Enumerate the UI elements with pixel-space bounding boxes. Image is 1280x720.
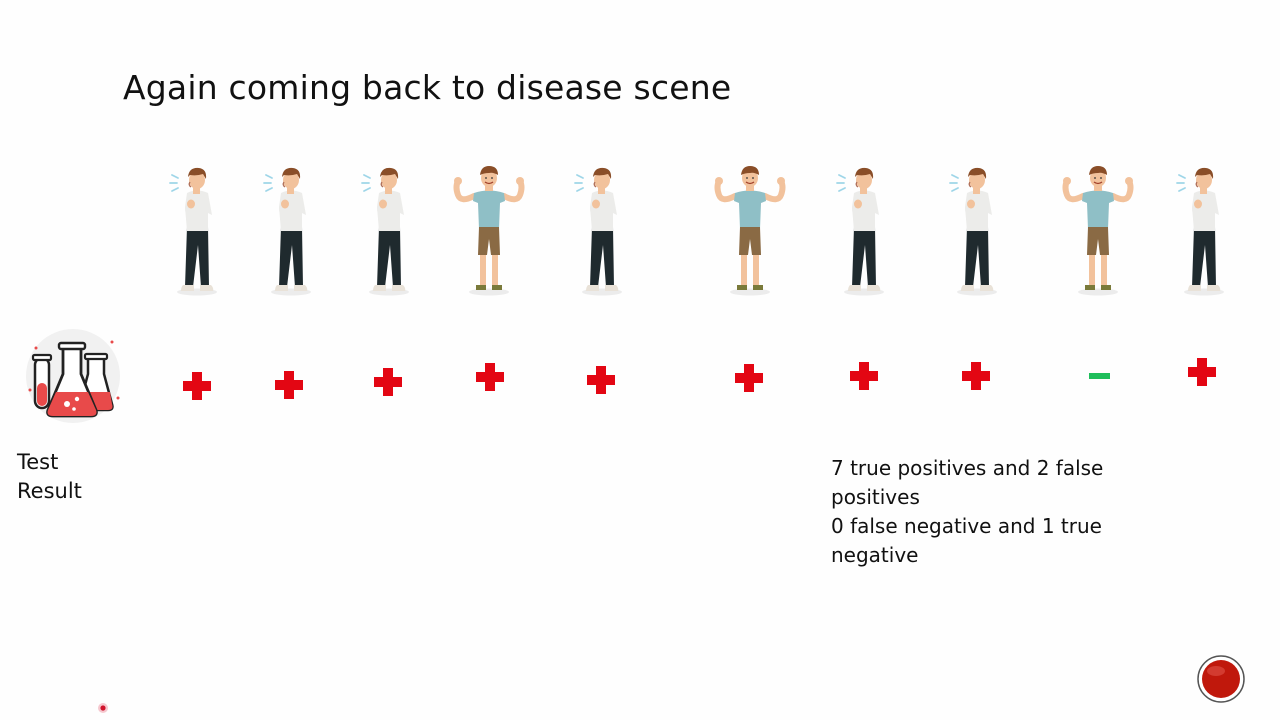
positive-plus-icon (849, 361, 879, 391)
person-sick-6 (937, 163, 1017, 298)
test-label-line1: Test (17, 450, 59, 474)
positive-plus-icon (961, 361, 991, 391)
positive-plus-icon (1187, 357, 1217, 387)
person-sick-4 (562, 163, 642, 298)
person-healthy-3 (1058, 163, 1138, 298)
lab-flasks-icon (22, 328, 124, 424)
positive-plus-icon (586, 365, 616, 395)
person-healthy-1 (449, 163, 529, 298)
test-result-label: Test Result (17, 448, 82, 506)
person-healthy-2 (710, 163, 790, 298)
slide-title: Again coming back to disease scene (123, 68, 732, 107)
summary-line2: 0 false negative and 1 true negative (831, 514, 1102, 567)
laser-pointer-dot (97, 699, 109, 713)
person-sick-7 (1164, 163, 1244, 298)
positive-plus-icon (182, 371, 212, 401)
positive-plus-icon (475, 362, 505, 392)
summary-line1: 7 true positives and 2 false positives (831, 456, 1104, 509)
positive-plus-icon (734, 363, 764, 393)
next-slide-button[interactable] (1196, 654, 1246, 704)
negative-minus-icon (1085, 361, 1115, 391)
results-summary: 7 true positives and 2 false positives 0… (831, 454, 1151, 570)
person-sick-5 (824, 163, 904, 298)
person-sick-2 (251, 163, 331, 298)
test-label-line2: Result (17, 479, 82, 503)
person-sick-3 (349, 163, 429, 298)
positive-plus-icon (274, 370, 304, 400)
positive-plus-icon (373, 367, 403, 397)
person-sick-1 (157, 163, 237, 298)
